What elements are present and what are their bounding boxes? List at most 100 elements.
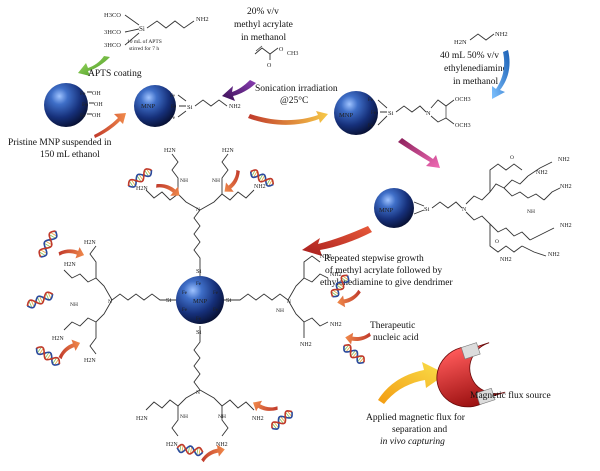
acrylate-line3: in methanol bbox=[241, 33, 286, 43]
step-dendrimer-line3: ethylenediamine to give dendrimer bbox=[320, 278, 454, 288]
dendron-branch bbox=[465, 175, 529, 205]
eda-line1: 40 mL 50% v/v bbox=[440, 51, 499, 61]
nucleic-acid-strands bbox=[26, 168, 365, 457]
nitrogen-label: N bbox=[426, 110, 431, 117]
aptes-coated-mnp: MNP Fe Fe Fe Si NH2 bbox=[134, 85, 241, 127]
amine-label: NH2 bbox=[229, 104, 241, 110]
dendron-arm-top bbox=[193, 209, 201, 276]
dendron-branch bbox=[171, 153, 229, 194]
pristine-label-line1: Pristine MNP suspended in bbox=[8, 138, 112, 148]
terminal-bonds bbox=[521, 161, 561, 257]
branch-n-label: N bbox=[196, 207, 200, 213]
nitrogen-label: N bbox=[462, 207, 467, 213]
methyl-acrylate-structure: O O CH3 bbox=[254, 45, 298, 69]
aptes-reagent: H3CO Si 3HCO 3HCO NH2 10 mL of APTS stir… bbox=[104, 12, 209, 52]
pristine-sphere bbox=[44, 83, 88, 127]
dendron-branch bbox=[303, 255, 321, 338]
mnp-label: MNP bbox=[339, 112, 353, 119]
central-sphere bbox=[176, 276, 224, 324]
curved-arrow-icon bbox=[337, 289, 361, 308]
curved-arrow-icon bbox=[224, 169, 240, 192]
terminal-amine-label: NH2 bbox=[254, 184, 266, 190]
g1-sphere bbox=[374, 188, 414, 228]
amine-label: NH2 bbox=[560, 184, 572, 190]
curved-arrow-icon bbox=[156, 184, 180, 196]
curved-arrow-icon bbox=[94, 113, 126, 138]
terminal-amine-label: NH2 bbox=[330, 322, 342, 328]
fe-label: Fe bbox=[80, 113, 86, 119]
acrylate-functionalized-mnp: MNP Fe Fe Fe Si N OCH3 OCH3 bbox=[334, 91, 471, 135]
step-aptes-coating: APTS coating bbox=[88, 69, 142, 79]
dendron-branch bbox=[171, 406, 229, 437]
fe-label: Fe bbox=[368, 98, 374, 103]
step-dendrimer-line1: Repeated stepwise growth bbox=[324, 254, 424, 264]
curved-arrow-icon bbox=[58, 339, 81, 360]
fe-label: Fe bbox=[196, 317, 202, 322]
nucleic-label-line2: nucleic acid bbox=[373, 333, 419, 343]
terminal-amine-label: H2N bbox=[136, 186, 148, 192]
methyl-label: CH3 bbox=[287, 51, 298, 57]
curved-arrow-icon bbox=[201, 444, 225, 463]
oxygen-label: O bbox=[510, 155, 514, 161]
oxygen-label: O bbox=[495, 239, 499, 245]
fe-label: Fe bbox=[82, 102, 88, 108]
flux-label-line3: in vivo capturing bbox=[380, 437, 445, 447]
eda-line2: ethylenediamine bbox=[444, 64, 507, 74]
dna-helix-icon bbox=[35, 346, 61, 366]
amine-label: NH2 bbox=[536, 170, 548, 176]
eda-bonds bbox=[469, 33, 495, 41]
aptes-och3-mid: 3HCO bbox=[104, 29, 121, 36]
fe-label: Fe bbox=[171, 105, 177, 110]
si-label: Si bbox=[196, 329, 202, 336]
si-label: Si bbox=[424, 206, 430, 213]
amine-label: NH2 bbox=[500, 257, 512, 263]
red-arrow-icon bbox=[302, 226, 372, 256]
terminal-amine-label: NH2 bbox=[216, 442, 228, 448]
coated-sphere bbox=[134, 85, 176, 127]
magnet-source-label: Magnetic flux source bbox=[470, 390, 551, 401]
amine-label: NH2 bbox=[495, 31, 508, 38]
fe-label: Fe bbox=[368, 124, 374, 129]
curved-arrow-icon bbox=[58, 247, 85, 259]
step-sonication-line2: @25°C bbox=[280, 95, 308, 106]
branch-n-label: N bbox=[287, 299, 291, 305]
ester-arms bbox=[430, 99, 455, 125]
fe-label: Fe bbox=[80, 91, 86, 97]
binding-arrows bbox=[58, 169, 371, 463]
amide-label: NH bbox=[527, 209, 535, 215]
dna-helix-icon bbox=[26, 291, 54, 309]
dendron-branch bbox=[489, 163, 523, 192]
si-label: Si bbox=[187, 104, 193, 111]
terminal-amine-label: NH2 bbox=[300, 342, 312, 348]
curved-arrow-icon bbox=[253, 400, 278, 412]
mnp-label: MNP bbox=[141, 103, 155, 110]
dna-helix-icon bbox=[330, 274, 350, 298]
acrylate-bonds bbox=[254, 47, 279, 55]
terminal-amine-label: H2N bbox=[84, 358, 96, 364]
fe-label: Fe bbox=[182, 308, 188, 313]
fe-label: Fe bbox=[371, 111, 377, 116]
methoxy-label: OCH3 bbox=[455, 97, 471, 103]
dendron-arm-right bbox=[224, 293, 289, 301]
terminal-amine-label: NH2 bbox=[320, 254, 332, 260]
amine-label: NH2 bbox=[558, 157, 570, 163]
dendron-branch bbox=[145, 189, 255, 211]
mnp-label: MNP bbox=[379, 207, 393, 214]
siloxane-bonds bbox=[177, 94, 187, 118]
aptes-si: Si bbox=[139, 25, 145, 33]
dendron-branch bbox=[63, 269, 113, 331]
mnp-label: MNP bbox=[193, 298, 207, 305]
h2n-label: H2N bbox=[454, 39, 467, 46]
nucleic-label-line1: Therapeutic bbox=[370, 321, 415, 331]
pristine-mnp: Fe Fe Fe OH OH OH bbox=[44, 83, 103, 127]
acrylate-double-bond bbox=[255, 45, 263, 52]
terminal-amine-label: H2N bbox=[166, 442, 178, 448]
terminal-amine-label: H2N bbox=[64, 262, 76, 268]
aptes-note-volume: 10 mL of APTS bbox=[127, 38, 162, 45]
hydroxyl-label: OH bbox=[92, 91, 101, 97]
pristine-label-line2: 150 mL ethanol bbox=[40, 150, 100, 160]
si-label: Si bbox=[196, 268, 202, 275]
terminal-amine-label: NH2 bbox=[252, 416, 264, 422]
propyl-chain bbox=[194, 99, 228, 107]
dendron-branch bbox=[89, 245, 97, 355]
